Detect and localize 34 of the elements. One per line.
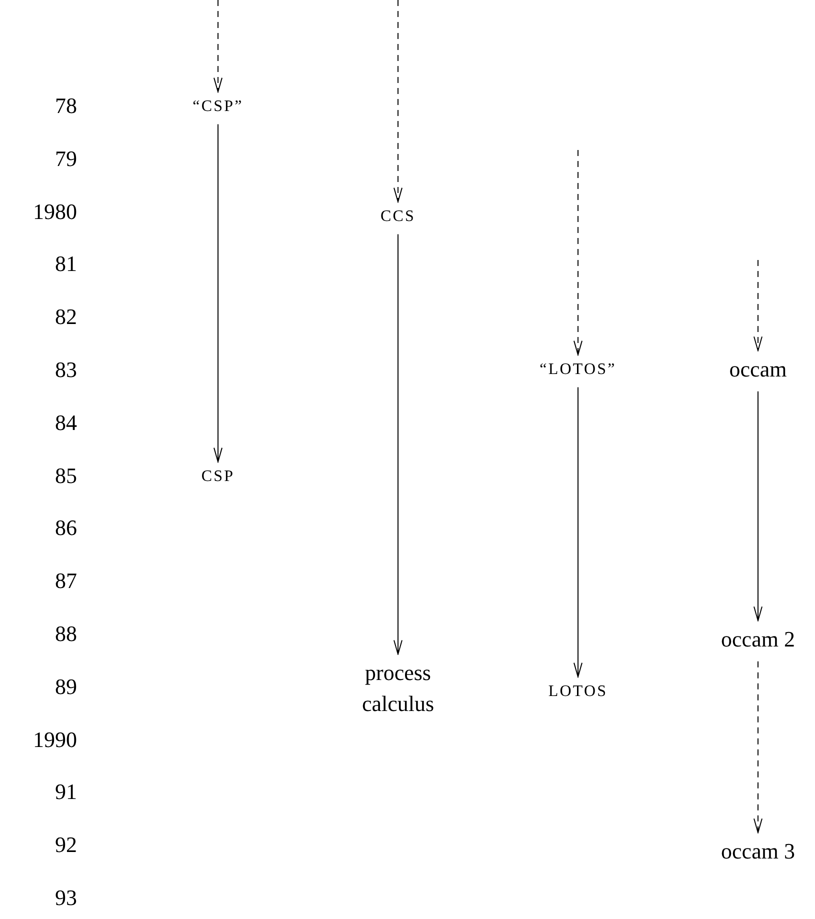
year-label: 85: [55, 464, 77, 487]
arrow: [754, 660, 762, 834]
language-label: occam 3: [721, 838, 795, 866]
arrow: [394, 0, 402, 202]
year-label: 1990: [33, 728, 77, 751]
arrow: [214, 0, 222, 92]
year-label: 1980: [33, 200, 77, 223]
arrow: [394, 234, 402, 655]
year-label: 91: [55, 781, 77, 804]
language-label: occam: [729, 356, 787, 384]
arrow: [754, 260, 762, 352]
year-label: 78: [55, 95, 77, 117]
arrow: [574, 150, 582, 356]
language-label: “CSP”: [192, 96, 244, 117]
language-label: CSP: [201, 466, 235, 487]
year-label: 87: [55, 570, 77, 592]
language-label: process calculus: [360, 659, 436, 718]
language-label: occam 2: [721, 626, 795, 654]
language-label: CCS: [380, 206, 416, 227]
year-label: 86: [55, 517, 77, 540]
year-label: 79: [55, 148, 77, 170]
year-label: 93: [55, 887, 77, 909]
year-label: 92: [55, 834, 77, 856]
year-label: 81: [55, 253, 77, 276]
language-label: LOTOS: [548, 682, 608, 702]
year-label: 82: [55, 306, 77, 328]
year-label: 88: [55, 623, 77, 645]
language-label: “LOTOS”: [540, 360, 616, 380]
arrow: [574, 386, 582, 678]
year-label: 84: [55, 412, 77, 434]
arrow: [754, 390, 762, 622]
year-label: 89: [55, 676, 77, 698]
year-label: 83: [55, 359, 77, 381]
arrow: [214, 124, 222, 462]
